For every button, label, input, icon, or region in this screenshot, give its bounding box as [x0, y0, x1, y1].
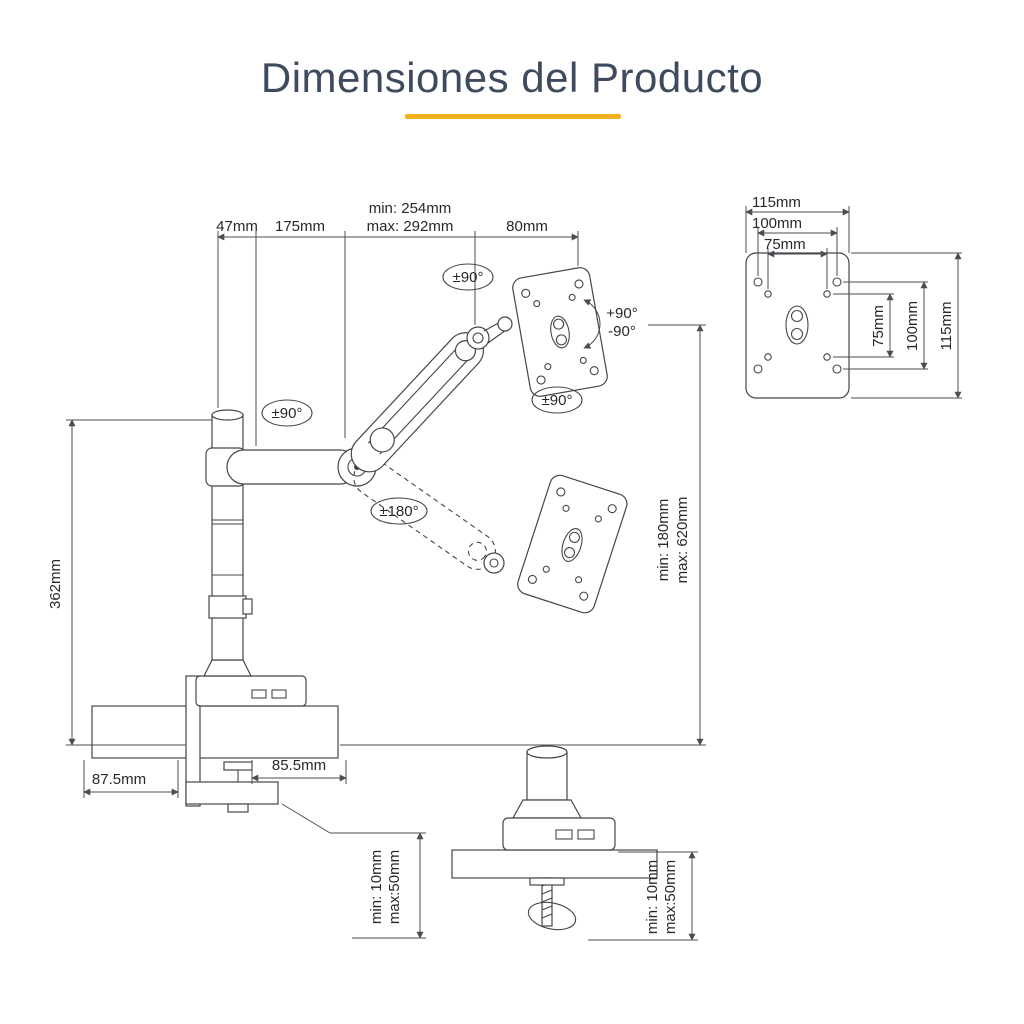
vesa-hole [575, 576, 583, 584]
vesa-plate-detail [745, 252, 850, 399]
rotation-pole-swivel: ±90° [272, 405, 303, 422]
clamp-jaw [185, 781, 279, 805]
usb-port [555, 829, 573, 840]
monitor-head [466, 316, 513, 350]
grommet-bracket [527, 901, 577, 931]
dim-grommet-thickness-min: min: 10mm [644, 860, 661, 934]
vesa-hole [823, 290, 831, 298]
cable-clip [208, 595, 247, 619]
dimension-labels: 47mm 175mm min: 254mm max: 292mm 80mm ±9… [47, 194, 955, 934]
desk-slab [451, 849, 658, 879]
lower-head-joint [483, 552, 505, 574]
vesa-plate-upper [512, 267, 608, 397]
title-underline [405, 114, 621, 119]
grommet-mount-detail [451, 745, 658, 931]
dim-height-min: min: 180mm [655, 499, 672, 582]
vesa-plate-lower [517, 474, 628, 614]
vesa-hole [536, 375, 546, 385]
dim-lower-arm: 175mm [275, 218, 325, 235]
dim-vesa-height-outer: 115mm [938, 302, 955, 351]
dim-pole-offset: 47mm [216, 218, 258, 235]
dim-upper-arm-max: max: 292mm [367, 218, 454, 235]
dim-clamp-depth-right: 85.5mm [272, 757, 326, 774]
desk-clamp [185, 675, 307, 813]
vesa-hole [764, 290, 772, 298]
dim-desk-thickness-min: min: 10mm [368, 850, 385, 924]
rotation-swivel-minus: -90° [608, 323, 636, 340]
rotation-head-tilt-top: ±90° [453, 269, 484, 286]
vesa-hole [579, 356, 587, 364]
rotation-swivel-plus: +90° [606, 305, 637, 322]
page-title: Dimensiones del Producto [260, 54, 764, 101]
dimension-lines [66, 206, 962, 941]
vesa-hole [527, 574, 537, 585]
vesa-hole [753, 277, 763, 287]
dim-vesa-width-mid: 100mm [752, 215, 802, 232]
vesa-hole [832, 364, 842, 374]
lower-arm [205, 447, 377, 487]
washer [529, 877, 565, 886]
vesa-hole [579, 591, 589, 601]
vesa-hole [568, 293, 576, 301]
vesa-hole [764, 353, 772, 361]
vesa-hole [533, 300, 541, 308]
vesa-hole [562, 504, 570, 512]
upper-arm [350, 332, 485, 473]
vesa-hole [832, 277, 842, 287]
usb-port [251, 689, 267, 699]
dim-vesa-height-inner: 75mm [870, 305, 887, 347]
dim-pole-height: 362mm [47, 559, 64, 609]
dim-head: 80mm [506, 218, 548, 235]
desk-surface [91, 705, 339, 759]
dim-upper-arm-min: min: 254mm [369, 200, 452, 217]
vesa-hole [521, 288, 531, 298]
usb-port [271, 689, 287, 699]
clamp-knob [227, 803, 249, 813]
dim-vesa-height-mid: 100mm [904, 301, 921, 351]
vesa-hole [556, 487, 566, 497]
dim-height-max: max: 620mm [674, 497, 691, 584]
dim-vesa-width-inner: 75mm [764, 236, 806, 253]
vesa-hole [574, 279, 584, 289]
dim-desk-thickness-max: max:50mm [386, 850, 403, 924]
vesa-hole [544, 363, 552, 371]
vesa-hole [542, 565, 550, 573]
dim-clamp-depth-left: 87.5mm [92, 771, 146, 788]
rotation-arm-swivel: ±180° [379, 503, 418, 520]
swivel-arc [583, 299, 601, 349]
vesa-hole [607, 504, 617, 514]
vesa-hole [594, 515, 602, 523]
dim-vesa-width-outer: 115mm [752, 194, 801, 211]
rotation-head-tilt-bottom: ±90° [542, 392, 573, 409]
dim-grommet-thickness-max: max:50mm [662, 860, 679, 934]
vesa-hole [753, 364, 763, 374]
vesa-hole [589, 366, 599, 376]
usb-port [577, 829, 595, 840]
vesa-hole [823, 353, 831, 361]
